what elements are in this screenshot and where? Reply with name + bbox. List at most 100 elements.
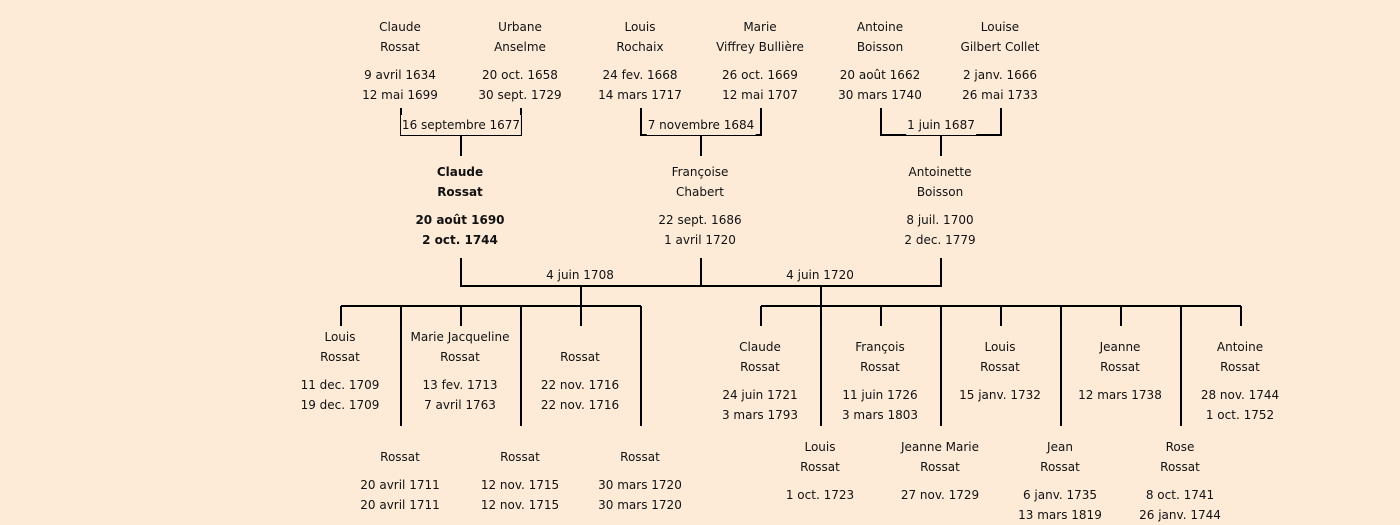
birth-date: 8 juil. 1700 (906, 213, 974, 227)
name-line: Claude (739, 340, 781, 354)
birth-date: 8 oct. 1741 (1145, 488, 1215, 502)
person-dates: 27 nov. 1729 (855, 485, 1025, 505)
name-line: Antoinette (908, 165, 972, 179)
name-line: Marie Jacqueline (410, 330, 510, 344)
name-line: Rossat (380, 450, 420, 464)
birth-date: 20 août 1690 (415, 213, 505, 227)
name-line: Rossat (560, 350, 600, 364)
name-line: Antoine (856, 20, 904, 34)
name-line: Rossat (500, 450, 540, 464)
birth-date: 2 janv. 1666 (962, 68, 1038, 82)
name-line: Rossat (1220, 360, 1260, 374)
marriage-date: 4 juin 1708 (545, 265, 615, 285)
birth-date: 11 juin 1726 (842, 388, 918, 402)
death-date: 13 mars 1819 (1018, 508, 1102, 522)
death-date: 30 sept. 1729 (478, 88, 562, 102)
name-line: Rose (1165, 440, 1195, 454)
birth-date: 12 nov. 1715 (480, 478, 560, 492)
name-line: Rossat (1100, 360, 1140, 374)
name-line: Rossat (920, 460, 960, 474)
birth-date: 1 oct. 1723 (785, 488, 855, 502)
birth-date: 20 août 1662 (839, 68, 921, 82)
name-line: Antoine (1216, 340, 1264, 354)
name-line: Rossat (980, 360, 1020, 374)
person-name: Rossat (495, 347, 665, 367)
marriage-bracket-rochaix-viffrey (640, 108, 762, 156)
birth-date: 26 oct. 1669 (722, 68, 798, 82)
name-line: Rossat (1160, 460, 1200, 474)
person-dates: 1 oct. 1723 (735, 485, 905, 505)
name-line: Louis (804, 440, 836, 454)
death-date: 12 nov. 1715 (480, 498, 560, 512)
name-line: Rossat (1040, 460, 1080, 474)
marriage-date: 1 juin 1687 (906, 115, 976, 135)
marriage-bracket-parents (460, 258, 942, 287)
name-line: Françoise (671, 165, 729, 179)
person-dates: 20 août 1690 2 oct. 1744 (375, 210, 545, 250)
name-line: Louis (984, 340, 1016, 354)
death-date: 3 mars 1803 (841, 408, 919, 422)
death-date: 12 mai 1707 (722, 88, 798, 102)
death-date: 30 mars 1720 (598, 498, 682, 512)
person-node: Rossat 12 nov. 1715 12 nov. 1715 (435, 447, 605, 515)
death-date: 7 avril 1763 (424, 398, 496, 412)
person-dates: 15 janv. 1732 (915, 385, 1085, 405)
marriage-date: 7 novembre 1684 (646, 115, 756, 135)
death-date: 2 oct. 1744 (422, 233, 498, 247)
birth-date: 24 juin 1721 (722, 388, 798, 402)
birth-date: 22 nov. 1716 (540, 378, 620, 392)
name-line: Louis (624, 20, 656, 34)
death-date: 3 mars 1793 (721, 408, 799, 422)
death-date: 1 avril 1720 (664, 233, 736, 247)
name-line: Urbane (498, 20, 542, 34)
birth-date: 20 avril 1711 (360, 478, 440, 492)
person-dates: 26 oct. 1669 12 mai 1707 (675, 65, 845, 105)
name-line: Chabert (676, 185, 724, 199)
name-line: Rossat (380, 40, 420, 54)
name-line: Boisson (916, 185, 964, 199)
name-line: Claude (379, 20, 421, 34)
birth-date: 15 janv. 1732 (959, 388, 1041, 402)
death-date: 2 dec. 1779 (904, 233, 976, 247)
name-line: Jean (1047, 440, 1073, 454)
birth-date: 11 dec. 1709 (300, 378, 380, 392)
person-name: Rossat (315, 447, 485, 467)
name-line: Anselme (494, 40, 546, 54)
name-line: Marie (743, 20, 777, 34)
